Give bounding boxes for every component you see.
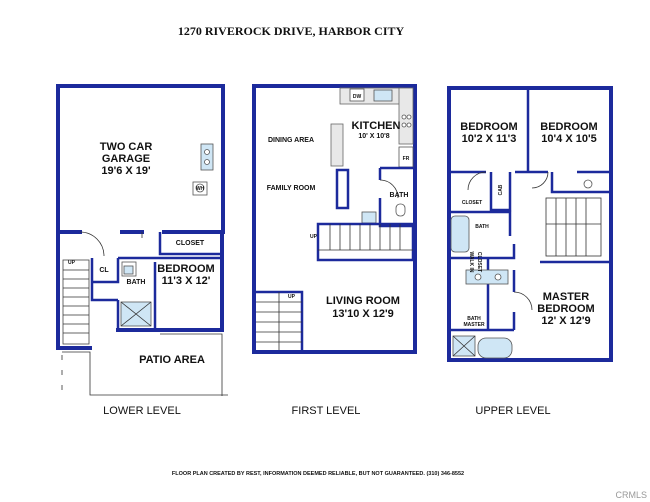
first-upper-stairs: [318, 224, 413, 251]
upper-tub-icon: [450, 215, 470, 253]
master-tub-icon: [477, 337, 513, 359]
lower-bath-label: BATH: [127, 279, 146, 286]
fridge-label: FR: [403, 156, 410, 162]
dishwasher-label: DW: [353, 94, 362, 100]
laundry-sink-icon: [200, 143, 214, 171]
master-bedroom-dims: 12' X 12'9: [541, 315, 590, 327]
lower-closet-label: CLOSET: [176, 240, 205, 247]
garage-name-line-2: GARAGE: [102, 153, 150, 165]
first-level-plan: DW FR UP UP KITCHEN 10' X 1: [252, 84, 417, 354]
upper-bedroom-2-dims: 10'4 X 10'5: [541, 133, 596, 145]
kitchen-dims: 10' X 10'8: [358, 133, 389, 140]
first-toilet-icon: [395, 203, 406, 217]
lower-bedroom-dims: 11'3 X 12': [162, 275, 211, 287]
cab-label: CAB: [498, 184, 504, 195]
dining-area-label: DINING AREA: [268, 137, 314, 144]
lower-level-plan: WH UP TWO CAR GARAGE 19'6 X 19' CLOSET C…: [56, 84, 228, 396]
upper-level-plan: BEDROOM 10'2 X 11'3 BEDROOM 10'4 X 10'5 …: [447, 86, 613, 362]
upper-bedroom-1-name: BEDROOM: [460, 121, 517, 133]
lower-level-label: LOWER LEVEL: [103, 405, 181, 417]
lower-stairs: [62, 259, 90, 345]
upper-bedroom-2-name: BEDROOM: [540, 121, 597, 133]
first-level-label: FIRST LEVEL: [292, 405, 361, 417]
walk-in-closet-label-1: WALK IN: [468, 251, 474, 272]
kitchen-name: KITCHEN: [352, 120, 401, 132]
lower-bedroom-name: BEDROOM: [157, 263, 214, 275]
garage-name-line-1: TWO CAR: [100, 141, 153, 153]
kitchen-sink-icon: [373, 89, 393, 102]
kitchen-island: [330, 123, 344, 167]
upper-stairs: [545, 197, 602, 257]
upper-closet-label: CLOSET: [462, 200, 482, 206]
master-bedroom-name-1: MASTER: [543, 291, 590, 303]
kitchen-counter-top: [339, 87, 404, 105]
family-room-label: FAMILY ROOM: [267, 185, 316, 192]
lower-stair-up-label: UP: [68, 260, 76, 266]
upper-bedroom-1-dims: 10'2 X 11'3: [462, 133, 517, 145]
first-bath-label: BATH: [390, 192, 409, 199]
lower-cl-label: CL: [99, 267, 109, 274]
footer-disclaimer: FLOOR PLAN CREATED BY REST, INFORMATION …: [172, 471, 464, 477]
master-bath-label-2: BATH: [467, 316, 481, 322]
water-heater-label: WH: [196, 186, 205, 192]
first-bath-sink-icon: [361, 211, 377, 224]
patio-outline: [61, 333, 228, 396]
master-vanity-icon: [465, 269, 509, 285]
upper-level-label: UPPER LEVEL: [475, 405, 550, 417]
walk-in-closet-label-2: CLOSET: [476, 252, 482, 272]
first-lower-stairs: [256, 292, 302, 350]
watermark: CRMLS: [615, 490, 647, 500]
patio-label: PATIO AREA: [139, 354, 205, 366]
water-heater-icon: [195, 183, 205, 193]
page-title: 1270 RIVEROCK DRIVE, HARBOR CITY: [178, 24, 405, 38]
first-stair-up-label-2: UP: [288, 294, 296, 300]
first-stair-up-label: UP: [310, 234, 318, 240]
living-room-name: LIVING ROOM: [326, 295, 400, 307]
master-bedroom-name-2: BEDROOM: [537, 303, 594, 315]
lower-sink-icon: [123, 265, 134, 275]
garage-dims: 19'6 X 19': [101, 165, 151, 177]
master-bath-label-1: MASTER: [463, 322, 485, 328]
upper-bath-label: BATH: [475, 224, 489, 230]
living-room-dims: 13'10 X 12'9: [332, 308, 394, 320]
